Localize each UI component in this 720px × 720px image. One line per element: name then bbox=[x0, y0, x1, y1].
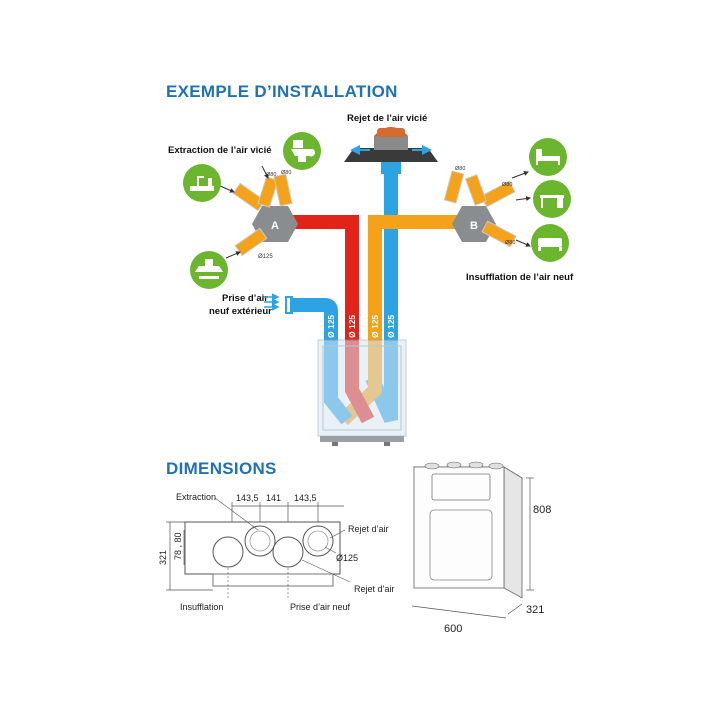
kitchen-sink-icon bbox=[183, 164, 221, 202]
fresh-air-arrows-icon bbox=[264, 293, 280, 311]
label-insufflation-air-neuf: Insufflation de l’air neuf bbox=[466, 272, 574, 283]
pipe-label-orange: Ø 125 bbox=[370, 315, 380, 338]
pipe-label-blue-right: Ø 125 bbox=[386, 315, 396, 338]
hub-a-small-1: Ø80 bbox=[266, 172, 276, 178]
dim-height-total: 321 bbox=[158, 550, 168, 565]
toilet-icon bbox=[283, 132, 321, 170]
hub-b-small-2: Ø80 bbox=[502, 182, 512, 188]
label-prise-air-line2: neuf extérieur bbox=[209, 306, 272, 317]
dimensions-heading: DIMENSIONS bbox=[166, 459, 277, 478]
dim-height-small: 78 , 80 bbox=[173, 532, 183, 560]
cooker-hood-icon bbox=[190, 251, 228, 289]
unit-3d-drawing bbox=[411, 461, 534, 619]
dim-label-insufflation: Insufflation bbox=[180, 602, 223, 612]
pipe-label-blue-left: Ø 125 bbox=[326, 315, 336, 338]
roof-outlet bbox=[344, 127, 438, 174]
label-prise-air-line1: Prise d’air bbox=[222, 293, 268, 304]
hub-b-small-1: Ø80 bbox=[455, 166, 465, 172]
dim-label-prise-air: Prise d’air neuf bbox=[290, 602, 351, 612]
dim-143-5-left: 143,5 bbox=[236, 493, 259, 503]
dim-label-rejet-top: Rejet d’air bbox=[348, 524, 389, 534]
unit-depth-321: 321 bbox=[526, 604, 544, 616]
hub-b-small-3: Ø80 bbox=[505, 240, 515, 246]
dim-143-5-right: 143,5 bbox=[294, 493, 317, 503]
sofa-icon bbox=[531, 224, 569, 262]
unit-width-600: 600 bbox=[444, 623, 462, 635]
pipe-label-red: Ø 125 bbox=[347, 315, 357, 338]
hub-b-letter: B bbox=[470, 220, 478, 232]
dim-label-extraction: Extraction bbox=[176, 492, 216, 502]
dim-label-rejet-bottom: Rejet d’air bbox=[354, 584, 395, 594]
label-rejet-air-vicie: Rejet de l’air vicié bbox=[347, 113, 427, 124]
hub-a: A Ø125 Ø80 Ø80 bbox=[232, 170, 298, 260]
hub-b: B Ø80 Ø80 Ø80 bbox=[443, 166, 517, 248]
installation-heading: EXEMPLE D’INSTALLATION bbox=[166, 82, 398, 101]
hub-a-diameter: Ø125 bbox=[258, 254, 273, 260]
top-view-drawing bbox=[166, 497, 351, 600]
unit-height-808: 808 bbox=[533, 504, 551, 516]
bed-icon bbox=[529, 138, 567, 176]
label-extraction-air-vicie: Extraction de l’air vicié bbox=[168, 145, 272, 156]
hub-a-letter: A bbox=[271, 220, 279, 232]
ventilation-unit bbox=[317, 339, 407, 446]
dim-141: 141 bbox=[266, 493, 281, 503]
hub-a-small-2: Ø80 bbox=[281, 170, 291, 176]
dim-diameter: Ø125 bbox=[336, 553, 358, 563]
desk-icon bbox=[533, 180, 571, 218]
